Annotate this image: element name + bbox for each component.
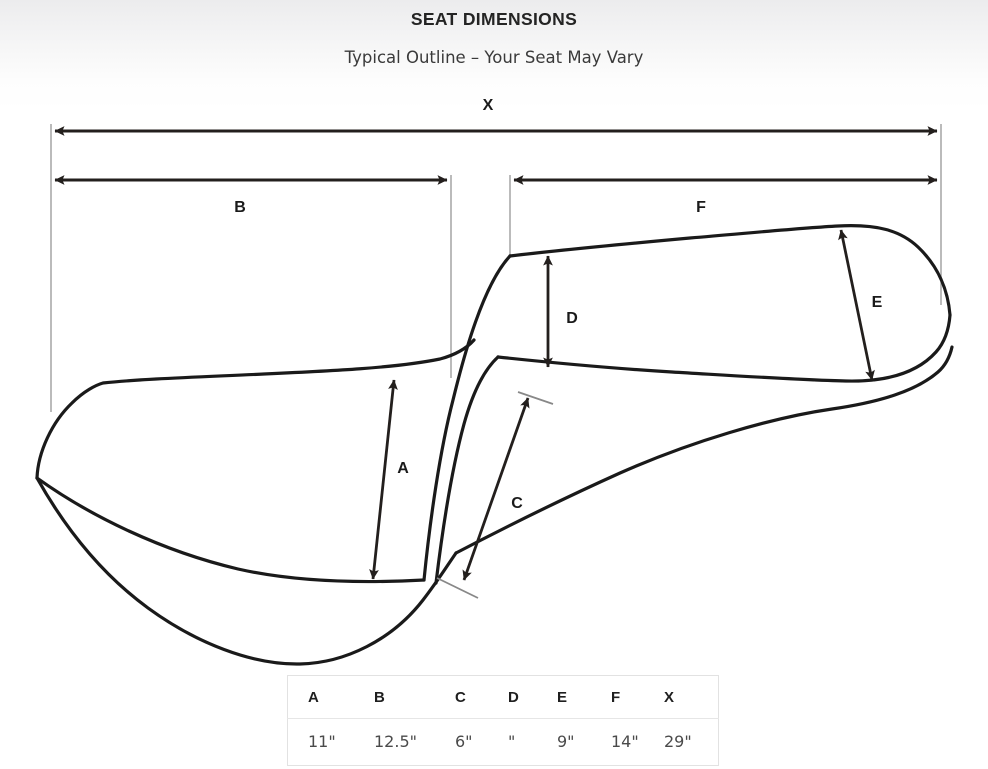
table-header-b: B (374, 675, 455, 719)
table-cell-x: 29" (664, 732, 692, 751)
dimension-d-label: D (566, 310, 578, 327)
extension-lines (50, 124, 942, 412)
dimension-x: X (54, 97, 938, 136)
dimension-c-arrow (462, 397, 530, 581)
dimension-x-label: X (483, 97, 494, 114)
seat-outline (35, 224, 954, 666)
pillion-bottom-outline (496, 313, 952, 383)
transition-wall-line (422, 254, 512, 582)
transition-front-line (434, 355, 500, 585)
dimensions-table: A B C D E F X 11" 12.5" 6" " 9" 14" 29" (287, 675, 719, 766)
table-header-f: F (611, 675, 664, 719)
rider-seam-line (35, 476, 426, 584)
table-cell-f: 14" (611, 732, 639, 751)
table-row: 11" 12.5" 6" " 9" 14" 29" (288, 719, 719, 766)
dimension-a-label: A (397, 460, 409, 477)
table-cell-b: 12.5" (374, 732, 417, 751)
table-cell-e: 9" (557, 732, 575, 751)
table-header-c: C (455, 675, 508, 719)
dimension-c-tick-top (517, 391, 554, 405)
table-header-a: A (287, 675, 374, 719)
dimension-b: B (54, 175, 448, 216)
table-header-d: D (508, 675, 557, 719)
pillion-top-outline (508, 224, 952, 317)
dimension-e-arrow (838, 229, 875, 381)
rider-base-outline (35, 476, 458, 666)
dimension-f: F (513, 175, 938, 216)
seat-outline-diagram: X B F A C D (35, 97, 954, 666)
dimension-a-arrow (369, 379, 398, 580)
table-header-row: A B C D E F X (287, 675, 719, 719)
table-cell-a: 11" (308, 732, 336, 751)
dimension-e-label: E (872, 294, 883, 311)
table-cell-d: " (508, 732, 516, 751)
dimension-b-label: B (234, 199, 246, 216)
table-header-e: E (557, 675, 611, 719)
dimension-c: C (436, 391, 554, 599)
dimension-c-tick-bottom (436, 577, 479, 599)
dimension-a: A (369, 379, 409, 580)
dimension-c-label: C (511, 495, 523, 512)
rider-section-outline (35, 338, 476, 480)
rear-skirt-outline (454, 345, 954, 555)
dimension-d: D (543, 255, 578, 368)
dimension-f-label: F (696, 199, 706, 216)
table-header-x: X (664, 675, 719, 719)
table-cell-c: 6" (455, 732, 473, 751)
dimension-e: E (838, 229, 883, 381)
